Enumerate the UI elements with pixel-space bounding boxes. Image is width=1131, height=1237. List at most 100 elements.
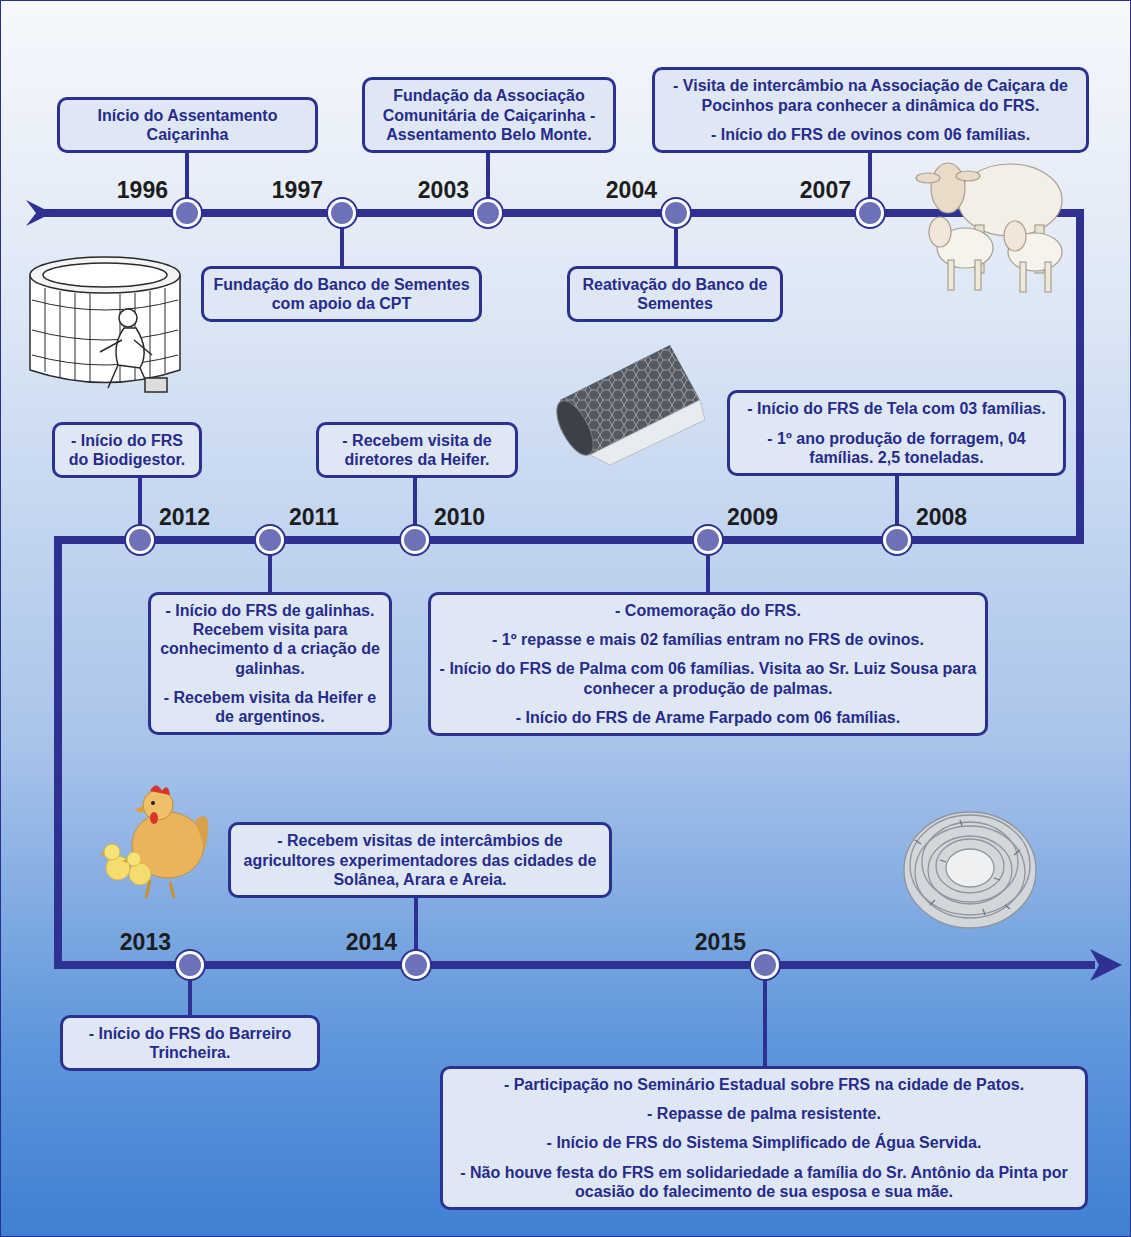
cistern-illustration-part xyxy=(145,378,167,392)
event-box: - Início do FRS do Biodigestor. xyxy=(52,422,202,478)
event-text: - Início de FRS do Sistema Simplificado … xyxy=(451,1133,1077,1152)
year-marker: 2009 xyxy=(694,526,722,554)
cistern-illustration-part xyxy=(45,288,165,383)
timeline-stem xyxy=(486,153,490,199)
event-text: - Início do FRS de Tela com 03 famílias. xyxy=(738,399,1055,418)
barbed-wire-roll-part xyxy=(936,839,1004,893)
wire-mesh-roll-part xyxy=(590,400,705,465)
year-label: 2014 xyxy=(346,931,397,954)
event-text: - Início do FRS de Arame Farpado com 06 … xyxy=(439,708,977,727)
year-marker: 2008 xyxy=(883,526,911,554)
sheep-illustration-part xyxy=(975,260,981,290)
timeline-stem xyxy=(674,227,678,266)
chicken-illustration-part xyxy=(99,852,127,863)
event-text: - 1º repasse e mais 02 famílias entram n… xyxy=(439,630,977,649)
timeline-stem xyxy=(895,476,899,526)
timeline-line xyxy=(26,200,1122,981)
event-text: Início do Assentamento Caiçarinha xyxy=(68,106,307,144)
cistern-illustration-part xyxy=(116,328,144,368)
year-marker: 1997 xyxy=(328,199,356,227)
event-text: - Início do FRS de galinhas. Recebem vis… xyxy=(159,601,381,678)
event-text: - Comemoração do FRS. xyxy=(439,601,977,620)
timeline-stem xyxy=(868,153,872,199)
chicken-illustration-part xyxy=(150,812,158,824)
timeline-stem xyxy=(414,898,418,951)
event-box: - Participação no Seminário Estadual sob… xyxy=(440,1066,1088,1210)
year-label: 1996 xyxy=(117,179,168,202)
event-text: - Recebem visita da Heifer e de argentin… xyxy=(159,688,381,726)
chicken-illustration-part xyxy=(127,852,141,866)
sheep-illustration-part xyxy=(948,260,954,290)
cistern-illustration-part xyxy=(30,257,180,293)
cistern-illustration xyxy=(30,257,180,392)
wire-mesh-roll xyxy=(549,345,705,465)
chicken-illustration-part xyxy=(151,801,155,805)
year-marker: 2011 xyxy=(256,526,284,554)
year-marker: 2014 xyxy=(402,951,430,979)
event-text: - Início do FRS do Biodigestor. xyxy=(63,431,191,469)
event-text: - Recebem visitas de intercâmbios de agr… xyxy=(239,831,601,889)
chicken-illustration-part xyxy=(104,844,120,860)
event-box: - Recebem visita de diretores da Heifer. xyxy=(316,422,518,478)
sheep-illustration-part xyxy=(956,171,980,181)
event-box: Reativação do Banco de Sementes xyxy=(567,266,783,322)
event-text: Fundação da Associação Comunitária de Ca… xyxy=(373,86,605,144)
year-marker: 1996 xyxy=(173,199,201,227)
timeline-stem xyxy=(413,478,417,526)
event-box: Fundação do Banco de Sementes com apoio … xyxy=(201,266,482,322)
year-marker: 2003 xyxy=(474,199,502,227)
event-text: - Início do FRS de ovinos com 06 família… xyxy=(663,125,1078,144)
event-text: - Início do FRS do Barreiro Trincheira. xyxy=(71,1024,309,1062)
sheep-illustration-part xyxy=(916,173,940,183)
chicken-illustration-part xyxy=(195,816,208,850)
year-label: 1997 xyxy=(272,179,323,202)
year-marker: 2012 xyxy=(126,526,154,554)
timeline-stem xyxy=(138,478,142,526)
wire-mesh-roll-part xyxy=(549,395,600,460)
barbed-wire-roll xyxy=(904,812,1036,928)
timeline-stem xyxy=(706,554,710,592)
event-text: - Repasse de palma resistente. xyxy=(451,1104,1077,1123)
timeline-line-part xyxy=(40,213,1095,965)
year-label: 2010 xyxy=(434,506,485,529)
event-box: - Início do FRS do Barreiro Trincheira. xyxy=(60,1015,320,1071)
cistern-illustration-part xyxy=(100,340,152,390)
year-label: 2009 xyxy=(727,506,778,529)
year-marker: 2010 xyxy=(401,526,429,554)
sheep-illustration xyxy=(916,163,1062,292)
timeline-line-part xyxy=(26,200,52,226)
event-box: Início do Assentamento Caiçarinha xyxy=(57,97,318,153)
year-label: 2011 xyxy=(289,506,339,529)
barbed-wire-roll-part xyxy=(915,820,1020,915)
year-marker: 2007 xyxy=(856,199,884,227)
chicken-illustration-part xyxy=(150,786,170,796)
year-marker: 2004 xyxy=(662,199,690,227)
cistern-illustration-part xyxy=(119,309,137,327)
event-text: - Não houve festa do FRS em solidariedad… xyxy=(451,1163,1077,1201)
chicken-illustration-part xyxy=(134,806,143,813)
timeline-stem xyxy=(188,979,192,1015)
event-box: - Visita de intercâmbio na Associação de… xyxy=(652,67,1089,153)
chicken-illustration-part xyxy=(146,880,174,898)
event-box: Fundação da Associação Comunitária de Ca… xyxy=(362,77,616,153)
barbed-wire-roll-part xyxy=(904,812,1036,928)
event-text: - Início do FRS de Palma com 06 famílias… xyxy=(439,659,977,697)
sheep-illustration-part xyxy=(1004,221,1026,251)
year-label: 2003 xyxy=(418,179,469,202)
chicken-illustration xyxy=(99,786,208,899)
event-text: - Participação no Seminário Estadual sob… xyxy=(451,1075,1077,1094)
event-box: - Início do FRS de Tela com 03 famílias.… xyxy=(727,390,1066,476)
sheep-illustration-part xyxy=(1045,262,1051,292)
sheep-illustration-part xyxy=(929,217,951,247)
event-text: - Recebem visita de diretores da Heifer. xyxy=(327,431,507,469)
barbed-wire-roll-part xyxy=(928,836,1012,904)
cistern-illustration-part xyxy=(43,263,167,287)
year-label: 2004 xyxy=(606,179,657,202)
event-box: - Início do FRS de galinhas. Recebem vis… xyxy=(148,592,392,735)
event-text: - Visita de intercâmbio na Associação de… xyxy=(663,76,1078,114)
year-label: 2008 xyxy=(916,506,967,529)
year-marker: 2015 xyxy=(751,951,779,979)
year-marker: 2013 xyxy=(176,951,204,979)
